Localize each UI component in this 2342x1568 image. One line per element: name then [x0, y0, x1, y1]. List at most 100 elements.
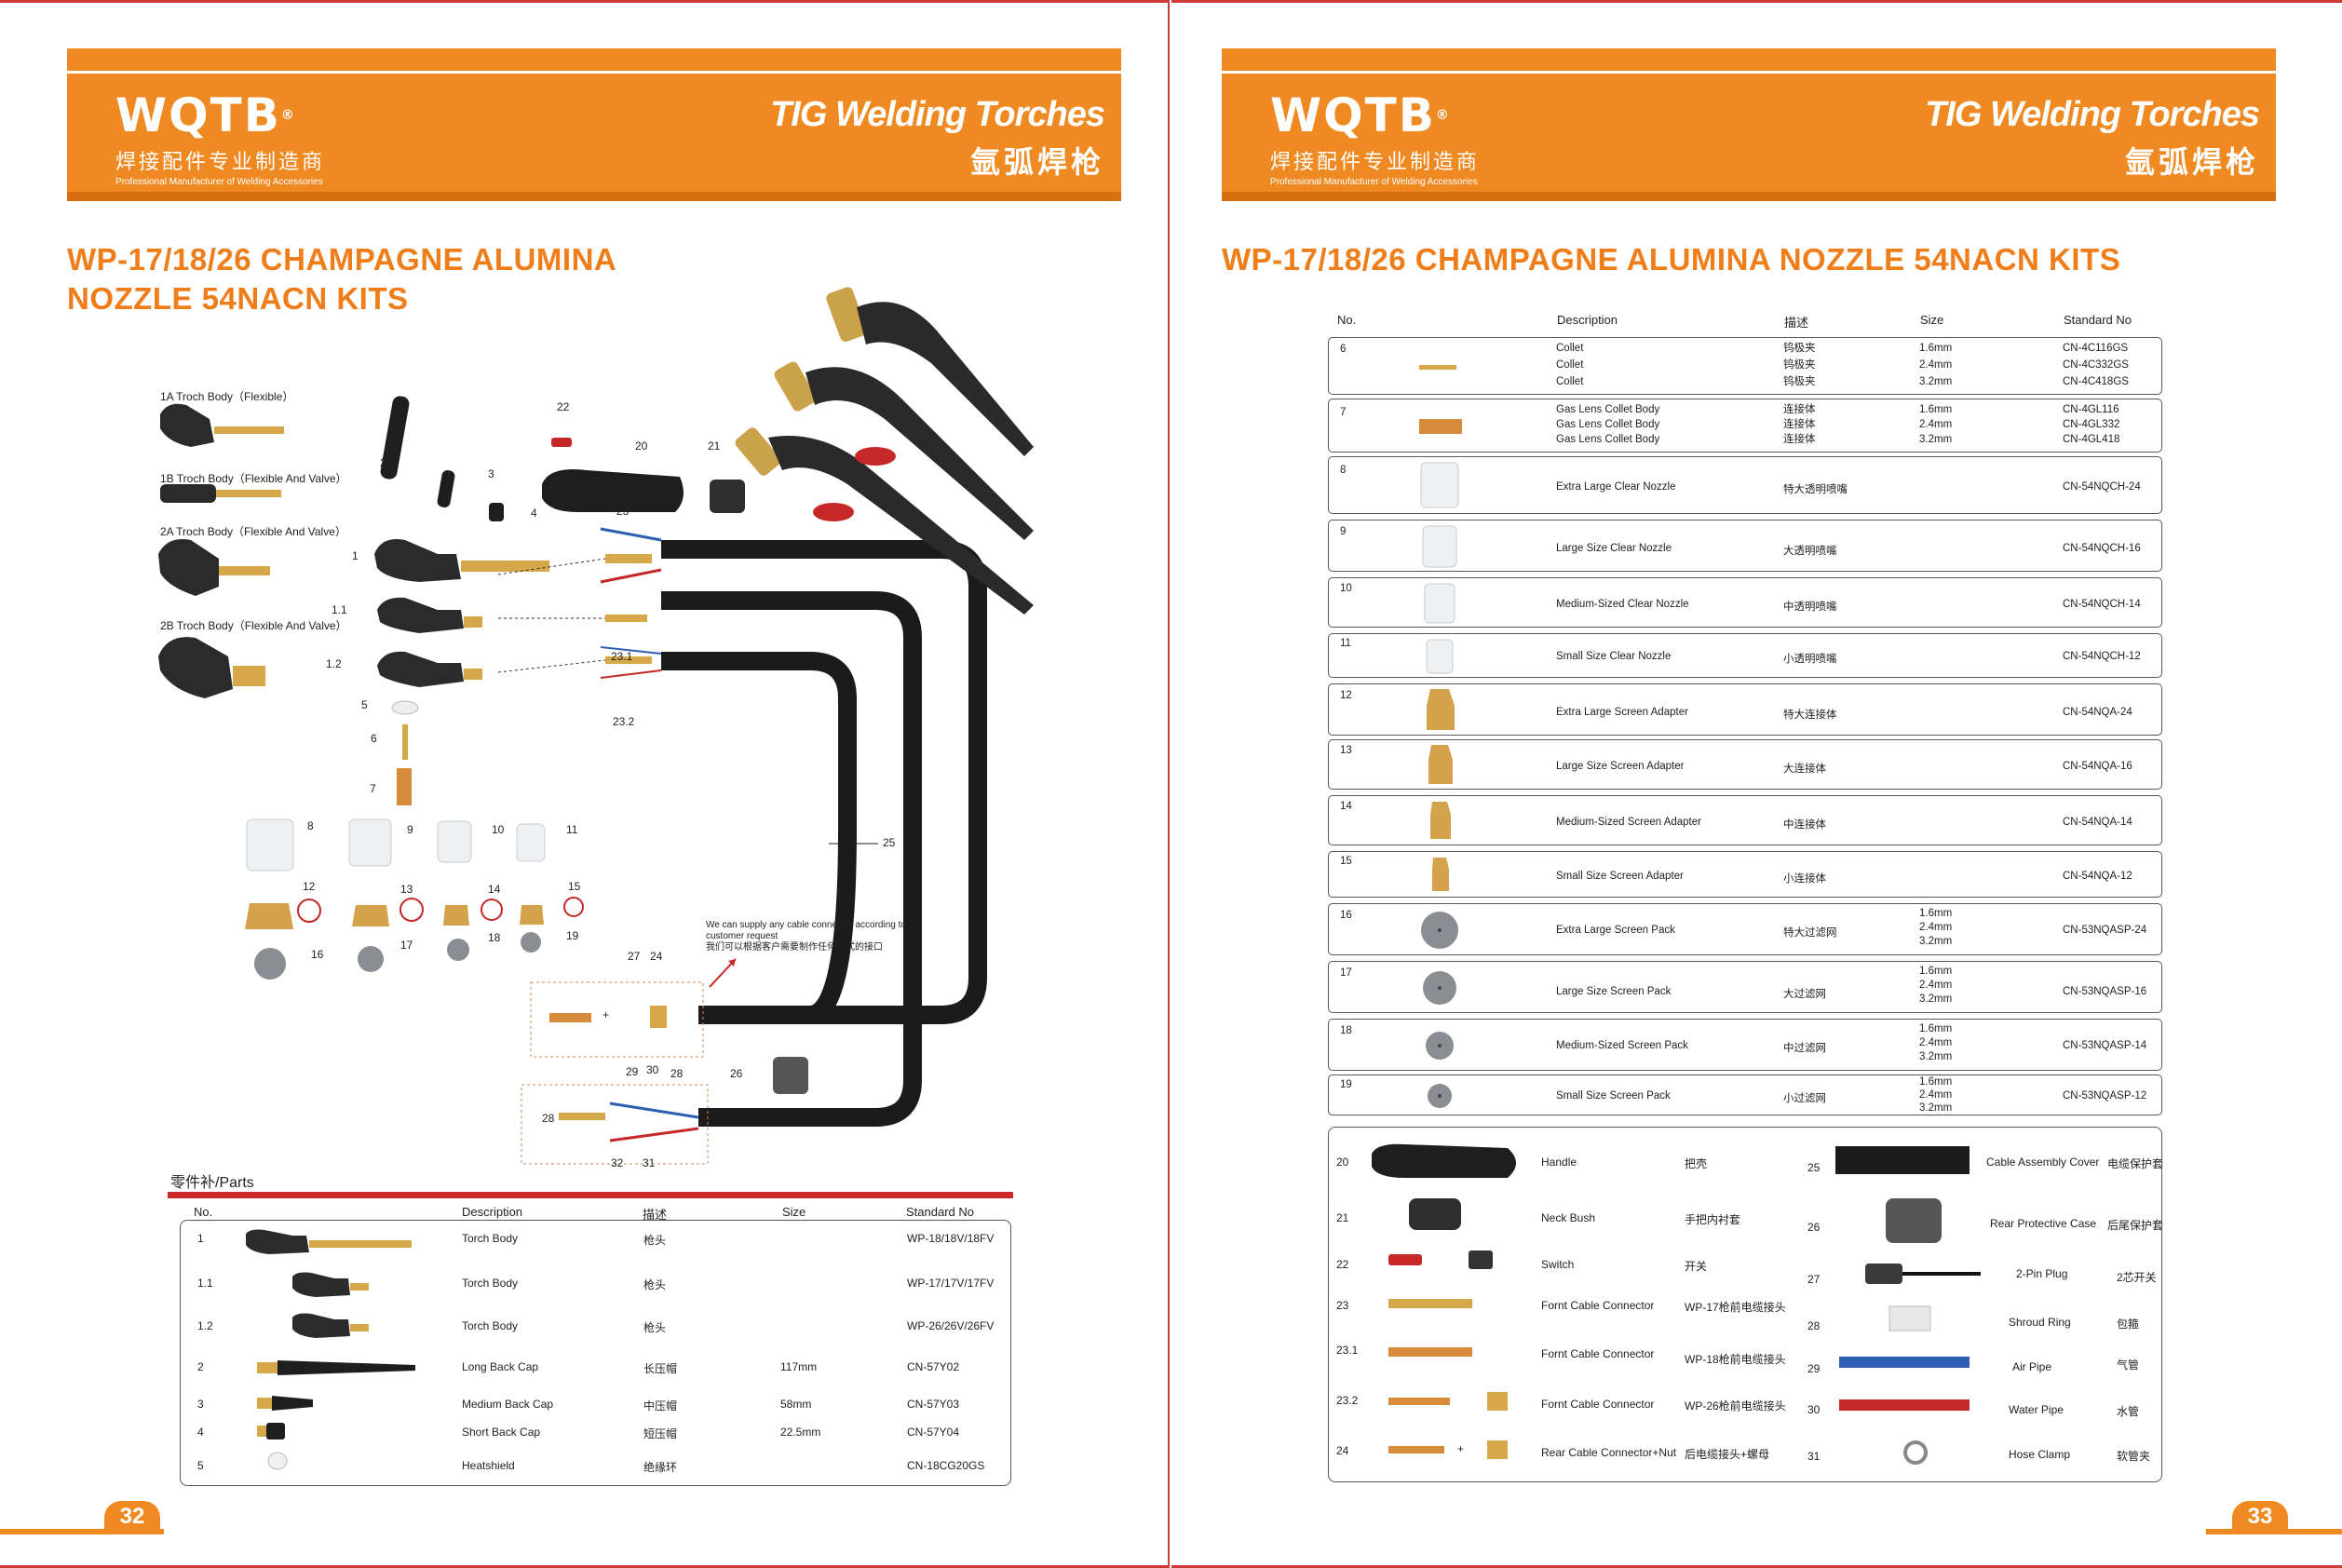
row-std: CN-53NQASP-16 [2063, 986, 2147, 997]
row-no: 16 [1340, 910, 1352, 921]
row-std: CN-4C332GS [2063, 359, 2129, 371]
front-cable-connector-image [1388, 1347, 1472, 1357]
page-bottom-border [0, 1565, 1168, 1568]
row-std: WP-18/18V/18FV [907, 1232, 995, 1245]
callout-28-a: 28 [670, 1067, 684, 1080]
callout-23-1: 23.1 [611, 650, 633, 663]
banner-strip [67, 71, 1121, 74]
callout-1-1: 1.1 [332, 603, 347, 616]
header-cn: 描述 [643, 1208, 668, 1222]
row-desc: Medium-Sized Screen Adapter [1556, 817, 1701, 828]
acc-desc: Rear Protective Case [1990, 1217, 2097, 1230]
callout-27: 27 [628, 950, 641, 963]
footer-bar [0, 1529, 164, 1534]
brand-cn-tagline: 焊接配件专业制造商 [1270, 150, 1481, 173]
acc-desc: Air Pipe [2012, 1360, 2052, 1373]
row-cn: 大透明喷嘴 [1783, 546, 1837, 557]
row-desc: Small Size Screen Adapter [1556, 871, 1684, 882]
acc-no: 23.2 [1336, 1394, 1359, 1407]
row-no: 5 [197, 1459, 204, 1472]
row-cn: 中压帽 [643, 1399, 678, 1413]
row-std: CN-4GL116 [2063, 404, 2119, 415]
acc-cn: 后电缆接头+螺母 [1685, 1448, 1770, 1461]
row-desc: Medium-Sized Screen Pack [1556, 1040, 1688, 1051]
callout-29: 29 [626, 1065, 639, 1078]
row-no: 3 [197, 1398, 204, 1411]
row-desc: Large Size Screen Pack [1556, 986, 1672, 997]
page-top-border [1171, 0, 2342, 3]
callout-22: 22 [557, 400, 570, 413]
row-size: 2.4mm [1919, 922, 1953, 933]
hose-inner [661, 652, 857, 1024]
dashed-leader-12 [497, 659, 606, 673]
acc-desc: Water Pipe [2009, 1403, 2064, 1416]
adapters-graphic [245, 897, 584, 980]
row-desc: Gas Lens Collet Body [1556, 419, 1660, 430]
clear-nozzle-image [1426, 639, 1454, 674]
acc-desc: 2-Pin Plug [2016, 1267, 2068, 1280]
left-page: WQTB® 焊接配件专业制造商 Professional Manufacture… [0, 0, 1170, 1568]
callout-26: 26 [730, 1067, 743, 1080]
page-title-line2: NOZZLE 54NACN KITS [67, 281, 409, 316]
nozzles-graphic [246, 818, 546, 872]
row-desc: Medium Back Cap [462, 1398, 554, 1411]
banner-title: TIG Welding Torches 氩弧焊枪 [770, 95, 1105, 182]
label-1a: 1A Troch Body（Flexible） [160, 390, 294, 403]
callout-2: 2 [380, 456, 386, 469]
table-row: 7 Gas Lens Collet Body Gas Lens Collet B… [1328, 399, 2162, 453]
row-std: WP-26/26V/26FV [907, 1319, 995, 1332]
label-2b: 2B Troch Body（Flexible And Valve） [160, 619, 347, 632]
front-connectors-graphic [600, 527, 662, 679]
header-standard: Standard No [2064, 313, 2132, 327]
registered-mark: ® [280, 108, 296, 123]
row-size: 1.6mm [1919, 966, 1953, 977]
acc-desc: Switch [1541, 1258, 1575, 1271]
medium-back-cap-image [257, 1396, 313, 1411]
row-size: 3.2mm [1919, 994, 1953, 1005]
logo-text: WQTB [115, 88, 281, 142]
callout-1: 1 [352, 549, 359, 562]
row-std: CN-4GL418 [2063, 434, 2120, 445]
acc-no: 22 [1336, 1258, 1349, 1271]
row-cn: 绝缘环 [643, 1461, 678, 1474]
row-desc: Small Size Clear Nozzle [1556, 651, 1672, 662]
shroud-ring-image [1888, 1305, 1931, 1331]
row-size: 2.4mm [1919, 1089, 1953, 1101]
row-std: CN-18CG20GS [907, 1459, 985, 1472]
acc-desc: Neck Bush [1541, 1211, 1596, 1224]
clear-nozzle-image [1420, 462, 1459, 508]
rear-protective-case-graphic [773, 1057, 808, 1094]
acc-cn: 包箍 [2117, 1318, 2140, 1331]
parts-title: 零件补/Parts [170, 1175, 254, 1191]
row-desc: Extra Large Clear Nozzle [1556, 481, 1676, 493]
row-cn: 中连接体 [1783, 819, 1826, 831]
acc-desc: Fornt Cable Connector [1541, 1299, 1655, 1312]
screen-pack-image [1421, 912, 1458, 949]
row-no: 1.1 [197, 1277, 213, 1290]
hose-middle [661, 591, 922, 1127]
screen-pack-image [1426, 1032, 1454, 1060]
header-description: Description [462, 1205, 523, 1219]
connector-note: We can supply any cable connector accord… [706, 920, 906, 953]
row-cn: 枪头 [643, 1321, 667, 1334]
callout-3: 3 [488, 467, 494, 480]
callout-13: 13 [400, 883, 413, 896]
acc-cn: WP-18枪前电缆接头 [1685, 1353, 1786, 1366]
dashed-leader-1 [497, 558, 606, 575]
table-row: 17 Large Size Screen Pack 大过滤网 1.6mm 2.4… [1328, 961, 2162, 1013]
callout-8: 8 [307, 819, 314, 832]
row-size: 117mm [780, 1360, 818, 1373]
page-title: WP-17/18/26 CHAMPAGNE ALUMINA NOZZLE 54N… [67, 240, 616, 318]
acc-no: 20 [1336, 1156, 1349, 1169]
collet-image [1419, 365, 1456, 370]
table-row: 15 Small Size Screen Adapter 小连接体 CN-54N… [1328, 851, 2162, 898]
row-desc: Large Size Screen Adapter [1556, 761, 1685, 772]
banner-strip [1222, 71, 2276, 74]
acc-no: 23 [1336, 1299, 1349, 1312]
row-no: 6 [1340, 344, 1347, 355]
row-no: 9 [1340, 526, 1347, 537]
water-pipe-image [1839, 1399, 1970, 1411]
banner-under [1222, 192, 2276, 201]
row-cn: 中过滤网 [1783, 1043, 1826, 1054]
header-no: No. [1337, 313, 1357, 327]
